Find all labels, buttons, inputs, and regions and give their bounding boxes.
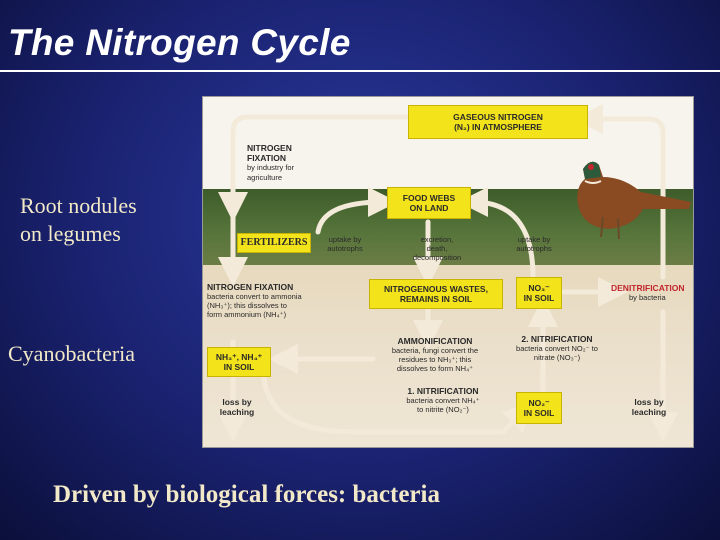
slide-title: The Nitrogen Cycle [8, 22, 351, 63]
excretion-line-3: decomposition [412, 253, 462, 262]
wastes-line-1: NITROGENOUS WASTES, [384, 284, 488, 294]
nh-soil-line-1: NH₃⁺, NH₄⁺ [215, 352, 263, 362]
nfix-industry-line-4: agriculture [247, 173, 283, 182]
arrow-no3-to-foodwebs [458, 187, 536, 280]
box-fertilizers: FERTILIZERS [237, 233, 311, 253]
label-ammonification: AMMONIFICATION bacteria, fungi convert t… [379, 336, 491, 374]
uptake-right-line-1: uptake by [517, 235, 551, 244]
label-uptake-left: uptake by autotrophs [315, 235, 375, 253]
nitri1-title: 1. NITRIFICATION [407, 386, 479, 396]
label-loss-leaching-right: loss by leaching [623, 397, 675, 417]
root-nodules-line-1: Root nodules [20, 193, 137, 218]
nitri1-line-2: to nitrite (NO₂⁻) [417, 405, 469, 414]
label-uptake-right: uptake by autotrophs [501, 235, 567, 253]
ammon-line-1: bacteria, fungi convert the [391, 346, 479, 355]
root-nodules-line-2: on legumes [20, 221, 121, 246]
denit-title: DENITRIFICATION [611, 283, 685, 293]
arrow-denitrification-to-atmosphere [573, 104, 666, 280]
nitri2-title: 2. NITRIFICATION [521, 334, 593, 344]
loss-right-line-2: leaching [631, 407, 667, 417]
fertilizers-label: FERTILIZERS [240, 237, 308, 248]
excretion-line-2: death, [426, 244, 448, 253]
arrow-atmosphere-to-fixation [218, 114, 411, 222]
ammon-title: AMMONIFICATION [397, 336, 473, 346]
excretion-line-1: excretion, [420, 235, 454, 244]
cyanobacteria-label: Cyanobacteria [8, 341, 136, 366]
uptake-left-line-2: autotrophs [327, 244, 363, 253]
label-loss-leaching-left: loss by leaching [211, 397, 263, 417]
loss-left-line-1: loss by [222, 397, 252, 407]
no2-soil-line-1: NO₂⁻ [528, 398, 550, 408]
nfix-bact-line-2: (NH₃⁺); this dissolves to [207, 301, 287, 310]
uptake-left-line-1: uptake by [328, 235, 362, 244]
label-nitrogen-fixation-industry: NITROGEN FIXATION by industry for agricu… [247, 143, 327, 183]
denit-sub: by bacteria [629, 293, 666, 302]
label-excretion: excretion, death, decomposition [399, 235, 475, 262]
nfix-industry-line-1: NITROGEN [247, 143, 292, 153]
ammon-line-3: dissolves to form NH₄⁺ [396, 364, 474, 373]
label-nitrification-1: 1. NITRIFICATION bacteria convert NH₄⁺ t… [389, 386, 497, 415]
wastes-line-2: REMAINS IN SOIL [399, 294, 473, 304]
slide-caption: Driven by biological forces: bacteria [53, 481, 440, 508]
loss-left-line-2: leaching [219, 407, 255, 417]
gaseous-line-1: GASEOUS NITROGEN [453, 112, 543, 122]
uptake-right-line-2: autotrophs [516, 244, 552, 253]
loss-right-line-1: loss by [634, 397, 664, 407]
nitri2-line-2: nitrate (NO₃⁻) [533, 353, 581, 362]
box-no3-in-soil: NO₃⁻ IN SOIL [516, 277, 562, 309]
arrow-fertilizer-to-foodwebs [315, 187, 398, 235]
nfix-bact-line-1: bacteria convert to ammonia [207, 292, 302, 301]
label-nitrogen-fixation-bacteria: NITROGEN FIXATION bacteria convert to am… [207, 282, 327, 320]
nitri1-line-1: bacteria convert NH₄⁺ [406, 396, 480, 405]
nitrogen-cycle-diagram: GASEOUS NITROGEN (N₂) IN ATMOSPHERE NITR… [202, 96, 694, 448]
title-underline [0, 70, 720, 72]
box-nh-in-soil: NH₃⁺, NH₄⁺ IN SOIL [207, 347, 271, 377]
no2-soil-line-2: IN SOIL [523, 408, 555, 418]
arrow-nh-to-nitrification [260, 364, 506, 435]
box-nitrogenous-wastes: NITROGENOUS WASTES, REMAINS IN SOIL [369, 279, 503, 309]
cycle-arrows [218, 104, 678, 442]
ammon-line-2: residues to NH₃⁺; this [398, 355, 472, 364]
box-gaseous-nitrogen: GASEOUS NITROGEN (N₂) IN ATMOSPHERE [408, 105, 588, 139]
label-denitrification: DENITRIFICATION by bacteria [611, 283, 693, 303]
no3-soil-line-2: IN SOIL [523, 293, 555, 303]
nfix-bact-line-3: form ammonium (NH₄⁺) [207, 310, 287, 319]
nfix-bact-title: NITROGEN FIXATION [207, 282, 294, 292]
title-bar: The Nitrogen Cycle [0, 0, 720, 72]
food-webs-line-2: ON LAND [409, 203, 449, 213]
nh-soil-line-2: IN SOIL [223, 362, 255, 372]
no3-soil-line-1: NO₃⁻ [528, 283, 550, 293]
box-no2-in-soil: NO₂⁻ IN SOIL [516, 392, 562, 424]
food-webs-line-1: FOOD WEBS [402, 193, 456, 203]
pheasant-illustration [577, 161, 691, 240]
root-nodules-label: Root nodules on legumes [20, 192, 190, 248]
label-nitrification-2: 2. NITRIFICATION bacteria convert NO₂⁻ t… [503, 334, 611, 363]
box-food-webs: FOOD WEBS ON LAND [387, 187, 471, 219]
nfix-industry-line-2: FIXATION [247, 153, 287, 163]
nitri2-line-1: bacteria convert NO₂⁻ to [516, 344, 598, 353]
gaseous-line-2: (N₂) IN ATMOSPHERE [454, 122, 542, 132]
nfix-industry-line-3: by industry for [247, 163, 295, 172]
